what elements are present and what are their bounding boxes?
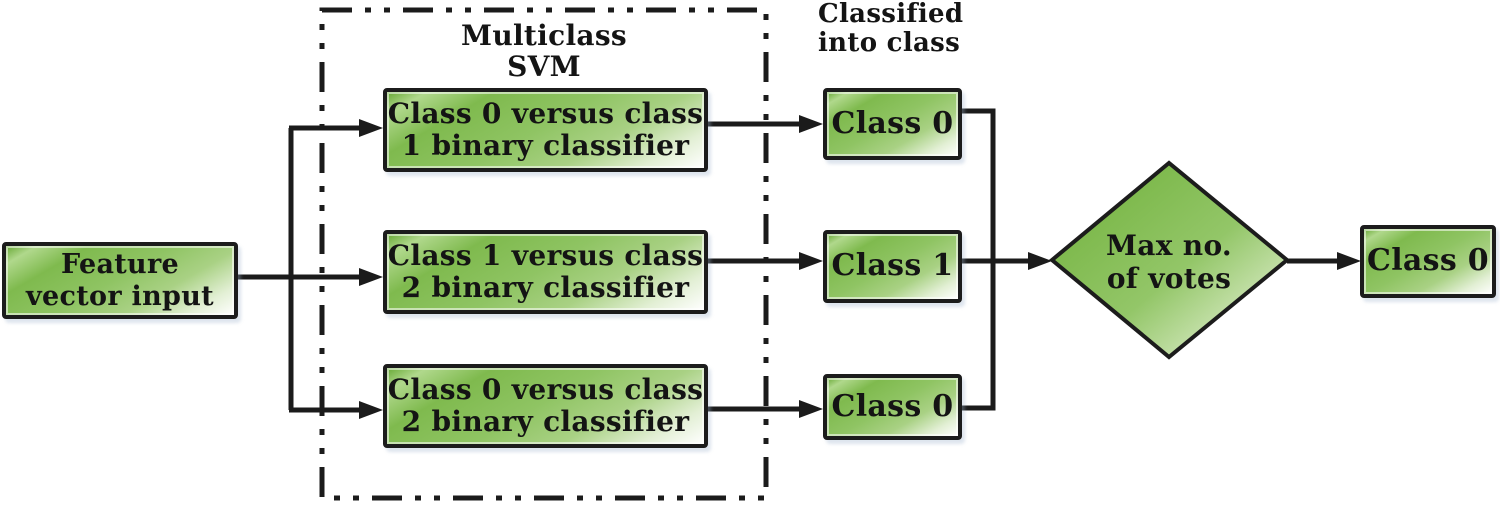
final-result-label: Class 0 xyxy=(1367,243,1489,279)
max-votes-decision-label: Max no. of votes xyxy=(1106,229,1232,296)
vote-box-1: Class 0 xyxy=(823,88,962,160)
multiclass-svm-group-border xyxy=(319,7,769,501)
arrowhead-icon xyxy=(799,252,823,270)
arrowhead-icon xyxy=(799,115,823,133)
arrowhead-icon xyxy=(359,119,383,137)
feature-vector-input-label: Feature vector input xyxy=(26,249,214,312)
classifier-1v2-label: Class 1 versus class 2 binary classifier xyxy=(387,238,704,304)
classifier-box-0v2: Class 0 versus class 2 binary classifier xyxy=(383,364,708,448)
arrowhead-icon xyxy=(359,268,383,286)
vote-box-3: Class 0 xyxy=(823,374,962,440)
arrowhead-icon xyxy=(359,401,383,419)
arrowhead-icon xyxy=(1337,252,1361,270)
vote-box-1-label: Class 0 xyxy=(831,105,954,141)
multiclass-svm-title: Multiclass SVM xyxy=(461,19,627,84)
vote-box-2-label: Class 1 xyxy=(831,248,954,284)
classifier-box-1v2: Class 1 versus class 2 binary classifier xyxy=(383,230,708,314)
classifier-0v2-label: Class 0 versus class 2 binary classifier xyxy=(387,372,704,438)
feature-vector-input-box: Feature vector input xyxy=(2,242,238,319)
final-result-box: Class 0 xyxy=(1360,225,1496,298)
arrowhead-icon xyxy=(1028,252,1052,270)
vote-box-2: Class 1 xyxy=(823,230,962,303)
vote-box-3-label: Class 0 xyxy=(831,388,954,424)
classified-into-class-heading: Classified into class xyxy=(818,0,964,58)
classifier-box-0v1: Class 0 versus class 1 binary classifier xyxy=(383,88,708,172)
arrowhead-icon xyxy=(799,400,823,418)
classifier-0v1-label: Class 0 versus class 1 binary classifier xyxy=(387,96,704,162)
